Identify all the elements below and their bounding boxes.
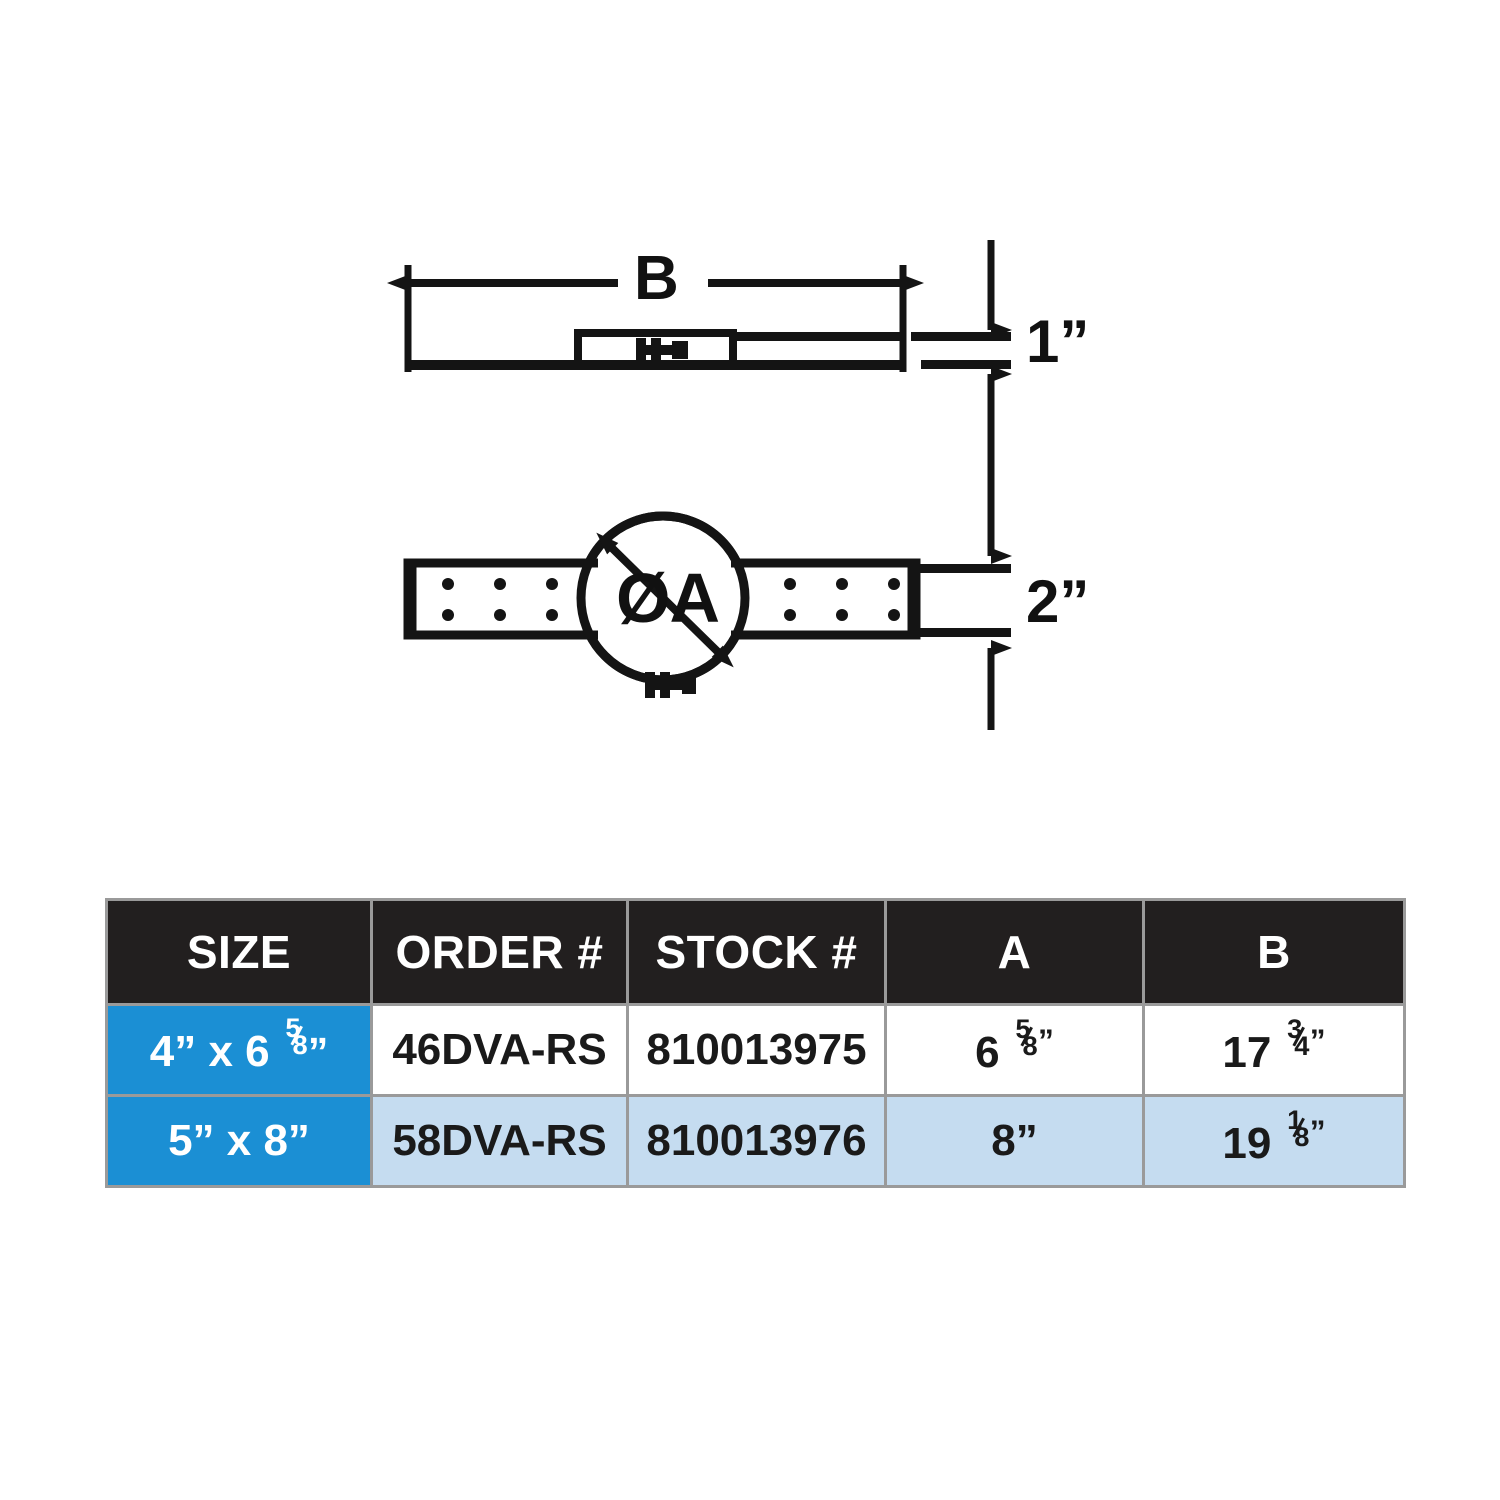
collar-bottom-fastener-icon (645, 672, 696, 698)
table-header: SIZE ORDER # STOCK # A B (108, 901, 1403, 1003)
inch-mark: ” (1309, 1022, 1326, 1059)
column-header-size: SIZE (108, 901, 370, 1003)
cell-size: 5” x 8” (108, 1097, 370, 1185)
inch-mark: ” (1309, 1113, 1326, 1150)
dimension-label-B: B (634, 244, 679, 313)
inch-mark: ” (1038, 1022, 1054, 1059)
column-header-a: A (887, 901, 1142, 1003)
strap-holes-left (442, 578, 558, 621)
side-elevation-view (406, 329, 906, 370)
cell-stock: 810013976 (629, 1097, 884, 1185)
dimension-label-1-inch: 1” (1026, 308, 1090, 375)
diagram-svg (387, 240, 1012, 730)
table-header-row: SIZE ORDER # STOCK # A B (108, 901, 1403, 1003)
dimension-label-diameter: ØA (616, 559, 720, 637)
left-mounting-strap (403, 558, 603, 640)
cell-size-value: 4” x 6 (149, 1026, 282, 1076)
dimension-2-inch (916, 380, 1012, 730)
collar-fastener-icon (636, 338, 688, 362)
technical-diagram: B 1” 2” ØA (387, 240, 1090, 730)
dimension-1-inch (911, 240, 1012, 462)
dimension-label-2-inch: 2” (1026, 568, 1090, 635)
plan-view (403, 511, 921, 698)
cell-b-value: 17 (1222, 1027, 1284, 1077)
inch-mark: ” (308, 1028, 329, 1075)
right-mounting-strap (726, 558, 921, 640)
collar-box (574, 329, 737, 369)
cell-stock: 810013975 (629, 1006, 884, 1094)
cell-a: 8” (887, 1097, 1142, 1185)
cell-order: 58DVA-RS (373, 1097, 626, 1185)
cell-order: 46DVA-RS (373, 1006, 626, 1094)
dimension-B (387, 265, 924, 372)
diameter-arrow (596, 532, 734, 668)
column-header-stock: STOCK # (629, 901, 884, 1003)
column-header-b: B (1145, 901, 1403, 1003)
strap-holes-right (784, 578, 900, 621)
cell-a-value: 6 (975, 1027, 1012, 1077)
cell-b-value: 19 (1222, 1118, 1284, 1168)
column-header-order: ORDER # (373, 901, 626, 1003)
